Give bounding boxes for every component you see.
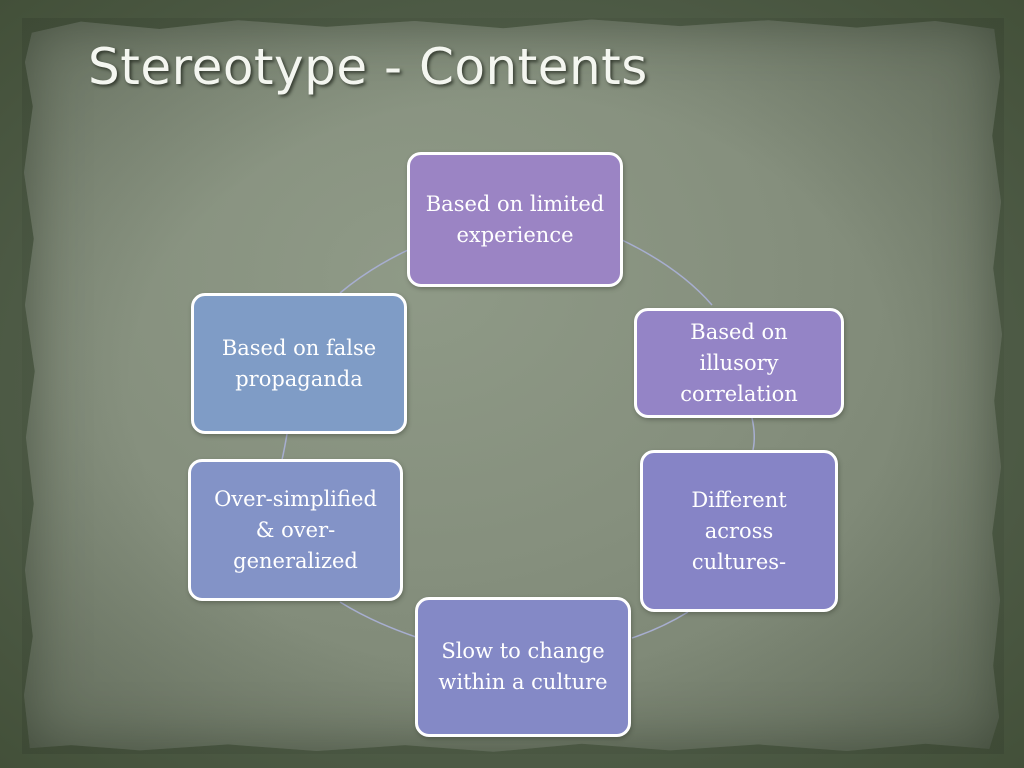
node-false-propaganda-label: Based on false propaganda [221, 335, 377, 391]
node-slow-to-change: Slow to change within a culture [415, 597, 631, 737]
slide-title: Stereotype - Contents [88, 38, 648, 96]
node-false-propaganda: Based on false propaganda [191, 293, 407, 434]
node-different-across-cultures: Different across cultures- [640, 450, 838, 612]
node-over-simplified-label: Over-simplified & over-generalized [214, 486, 377, 573]
node-illusory-correlation-label: Based on illusory correlation [680, 319, 798, 406]
connector-oversimplified-to-propaganda [281, 433, 288, 461]
connector-limited-to-illusory [621, 239, 713, 306]
node-illusory-correlation: Based on illusory correlation [634, 308, 844, 418]
connector-cultures-to-slow [631, 611, 689, 639]
connector-slow-to-oversimplified [339, 601, 417, 638]
connector-propaganda-to-limited [339, 249, 409, 294]
node-slow-to-change-label: Slow to change within a culture [438, 639, 608, 694]
connector-illusory-to-cultures [751, 417, 756, 451]
node-limited-experience: Based on limited experience [407, 152, 623, 287]
node-over-simplified: Over-simplified & over-generalized [188, 459, 403, 601]
node-limited-experience-label: Based on limited experience [425, 191, 605, 247]
node-different-across-cultures-label: Different across cultures- [691, 487, 787, 574]
